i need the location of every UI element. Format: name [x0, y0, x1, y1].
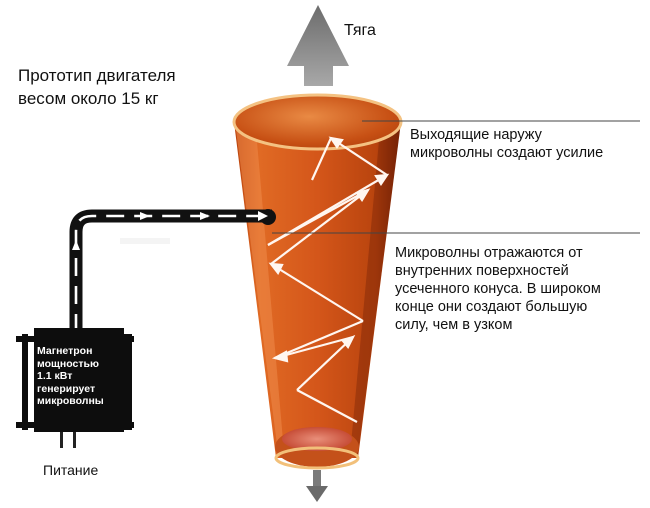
truncated-cone — [232, 93, 403, 470]
callout-reflection: Микроволны отражаются от внутренних пове… — [395, 245, 601, 333]
diagram-title: Прототип двигателя весом около 15 кг — [18, 66, 176, 108]
magnetron-label: Магнетрон мощностью 1.1 кВт генерирует м… — [37, 345, 104, 407]
reaction-arrow — [306, 470, 328, 502]
microwave-zigzag — [267, 136, 390, 423]
power-label: Питание — [43, 462, 99, 478]
magnetron-box — [16, 328, 134, 448]
faint-mark — [120, 238, 170, 244]
waveguide — [69, 209, 276, 332]
leader-lines — [272, 120, 640, 234]
callout-outgoing-microwaves: Выходящие наружу микроволны создают усил… — [410, 127, 604, 161]
thrust-label: Тяга — [344, 22, 376, 39]
